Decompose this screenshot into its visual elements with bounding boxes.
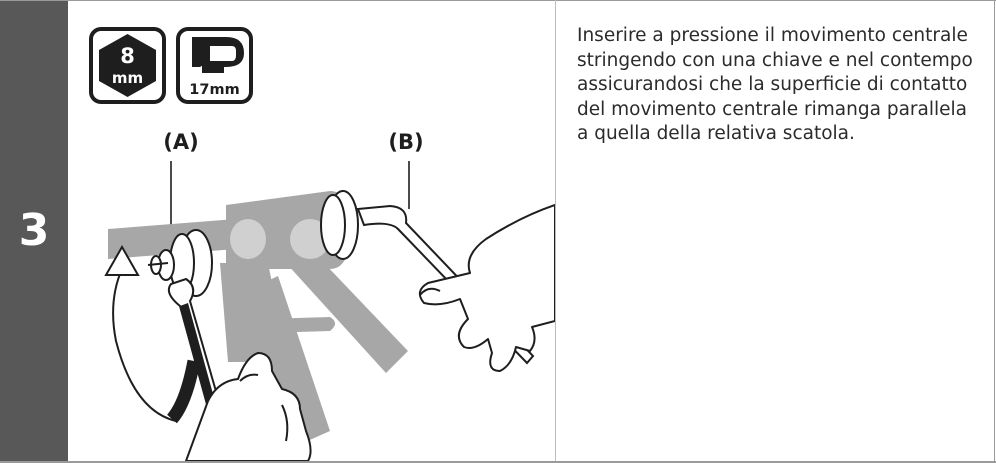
hex-size-value: 8 xyxy=(120,44,135,68)
instruction-text: Inserire a pressione il movimento centra… xyxy=(577,25,973,144)
assembly-illustration: 8 mm 17mm (A) (B) xyxy=(89,27,555,461)
top-rule xyxy=(0,0,996,1)
bicycle-frame xyxy=(108,191,408,446)
step-bar: 3 xyxy=(0,1,68,461)
left-hand xyxy=(185,352,312,461)
wrench-size: 17mm xyxy=(189,82,239,98)
right-rule xyxy=(994,0,995,463)
bottom-rule xyxy=(0,461,996,463)
hex-size-unit: mm xyxy=(112,69,143,87)
wrench-icon: 17mm xyxy=(176,27,253,104)
right-hand xyxy=(418,204,555,372)
hex-key-icon: 8 mm xyxy=(89,27,166,104)
column-divider xyxy=(555,0,556,463)
callout-a: (A) xyxy=(163,130,198,154)
step-number: 3 xyxy=(18,205,50,256)
callout-b: (B) xyxy=(388,130,423,154)
